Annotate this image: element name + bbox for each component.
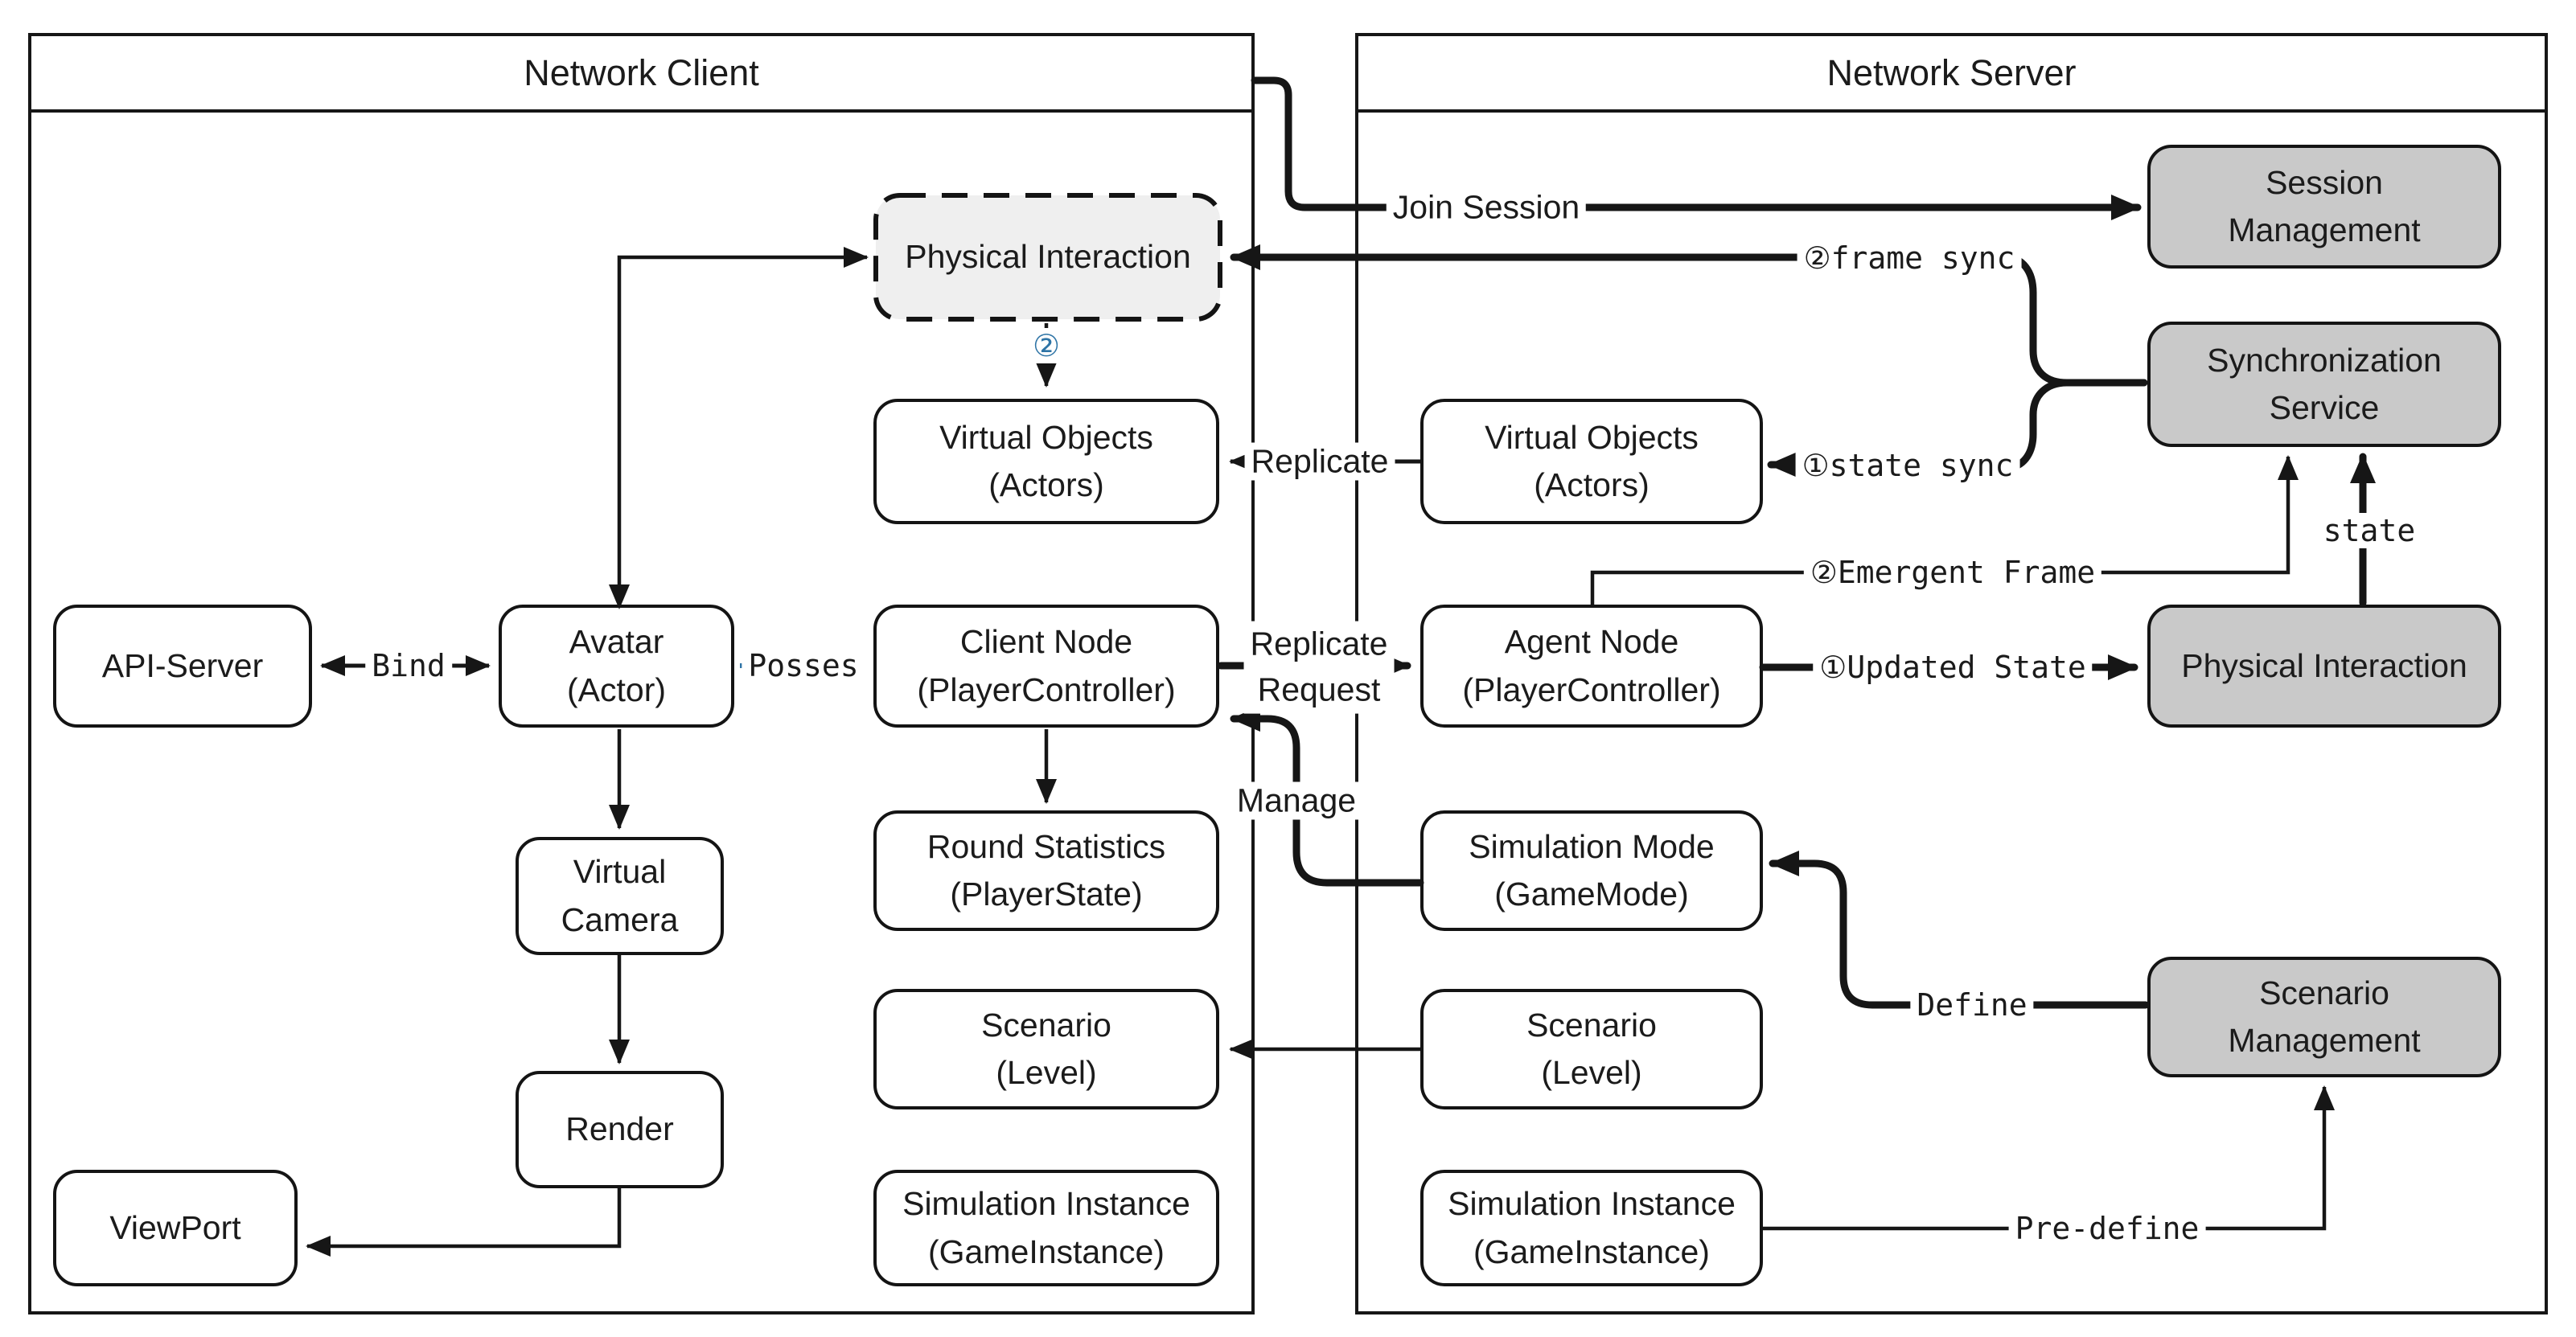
node-synchronization-service: Synchronization Service bbox=[2147, 322, 2501, 447]
node-client-scenario: Scenario (Level) bbox=[873, 989, 1219, 1109]
node-client-virtual-objects: Virtual Objects (Actors) bbox=[873, 399, 1219, 524]
label-emergent-frame: ②Emergent Frame bbox=[1803, 555, 2102, 590]
node-round-statistics: Round Statistics (PlayerState) bbox=[873, 810, 1219, 931]
node-server-scenario: Scenario (Level) bbox=[1420, 989, 1763, 1109]
node-simulation-mode: Simulation Mode (GameMode) bbox=[1420, 810, 1763, 931]
network-client-title: Network Client bbox=[31, 36, 1251, 113]
node-agent-node: Agent Node (PlayerController) bbox=[1420, 605, 1763, 728]
node-server-physical-interaction: Physical Interaction bbox=[2147, 605, 2501, 728]
label-define: Define bbox=[1910, 987, 2034, 1023]
label-step2-marker: ② bbox=[1025, 328, 1067, 363]
label-frame-sync: ②frame sync bbox=[1797, 240, 2022, 276]
node-client-simulation-instance: Simulation Instance (GameInstance) bbox=[873, 1170, 1219, 1286]
label-state: state bbox=[2316, 513, 2422, 548]
label-bind: Bind bbox=[365, 648, 452, 683]
node-client-node: Client Node (PlayerController) bbox=[873, 605, 1219, 728]
node-render: Render bbox=[516, 1071, 724, 1188]
label-updated-state: ①Updated State bbox=[1813, 650, 2093, 685]
label-join-session: Join Session bbox=[1386, 188, 1587, 227]
label-replicate: Replicate bbox=[1244, 442, 1395, 481]
node-api-server: API-Server bbox=[53, 605, 312, 728]
node-avatar: Avatar (Actor) bbox=[499, 605, 734, 728]
label-posses: Posses bbox=[742, 648, 865, 683]
node-client-physical-interaction: Physical Interaction bbox=[876, 195, 1220, 319]
label-predefine: Pre-define bbox=[2008, 1211, 2206, 1246]
node-viewport: ViewPort bbox=[53, 1170, 298, 1286]
node-server-virtual-objects: Virtual Objects (Actors) bbox=[1420, 399, 1763, 524]
node-virtual-camera: Virtual Camera bbox=[516, 837, 724, 955]
node-scenario-management: Scenario Management bbox=[2147, 957, 2501, 1077]
label-state-sync: ①state sync bbox=[1795, 448, 2020, 483]
node-session-management: Session Management bbox=[2147, 145, 2501, 269]
node-server-simulation-instance: Simulation Instance (GameInstance) bbox=[1420, 1170, 1763, 1286]
label-replicate-request: Replicate Request bbox=[1243, 621, 1395, 714]
label-manage: Manage bbox=[1230, 781, 1363, 820]
network-server-title: Network Server bbox=[1358, 36, 2545, 113]
